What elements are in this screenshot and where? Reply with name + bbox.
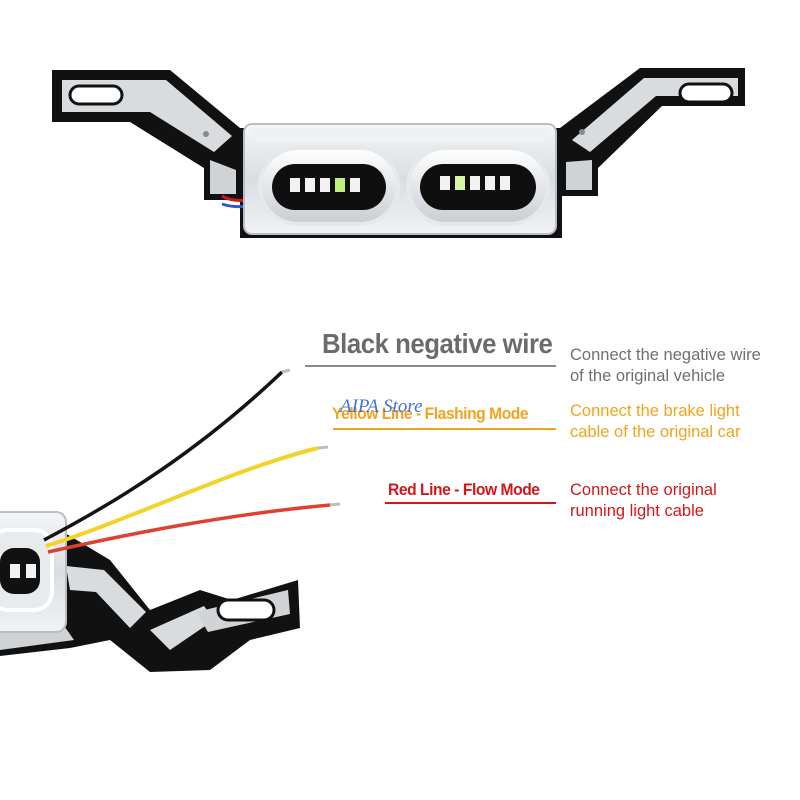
yellow-wire-description-line2: cable of the original car	[570, 423, 741, 441]
red-wire-description: Connect the original running light cable	[570, 480, 717, 522]
black-wire-description: Connect the negative wire of the origina…	[570, 345, 761, 387]
store-watermark: AIPA Store	[340, 396, 423, 417]
yellow-wire-underline	[333, 428, 556, 430]
black-wire-description-line2: of the original vehicle	[570, 367, 726, 385]
red-wire-description-line2: running light cable	[570, 502, 704, 520]
black-wire-underline	[305, 365, 556, 367]
bottom-bracket	[0, 530, 300, 672]
yellow-wire-label: Yellow Line - Flashing Mode	[332, 404, 529, 423]
red-wire-description-line1: Connect the original	[570, 481, 717, 499]
red-wire-underline	[385, 502, 556, 504]
yellow-wire-description-line1: Connect the brake light	[570, 402, 740, 420]
yellow-wire-description: Connect the brake light cable of the ori…	[570, 401, 741, 443]
top-lamp	[243, 123, 557, 235]
bottom-lamp	[0, 511, 67, 633]
wires	[43, 368, 341, 554]
black-wire-label: Black negative wire	[322, 328, 553, 359]
red-wire-label: Red Line - Flow Mode	[388, 480, 540, 499]
black-wire-description-line1: Connect the negative wire	[570, 346, 761, 364]
